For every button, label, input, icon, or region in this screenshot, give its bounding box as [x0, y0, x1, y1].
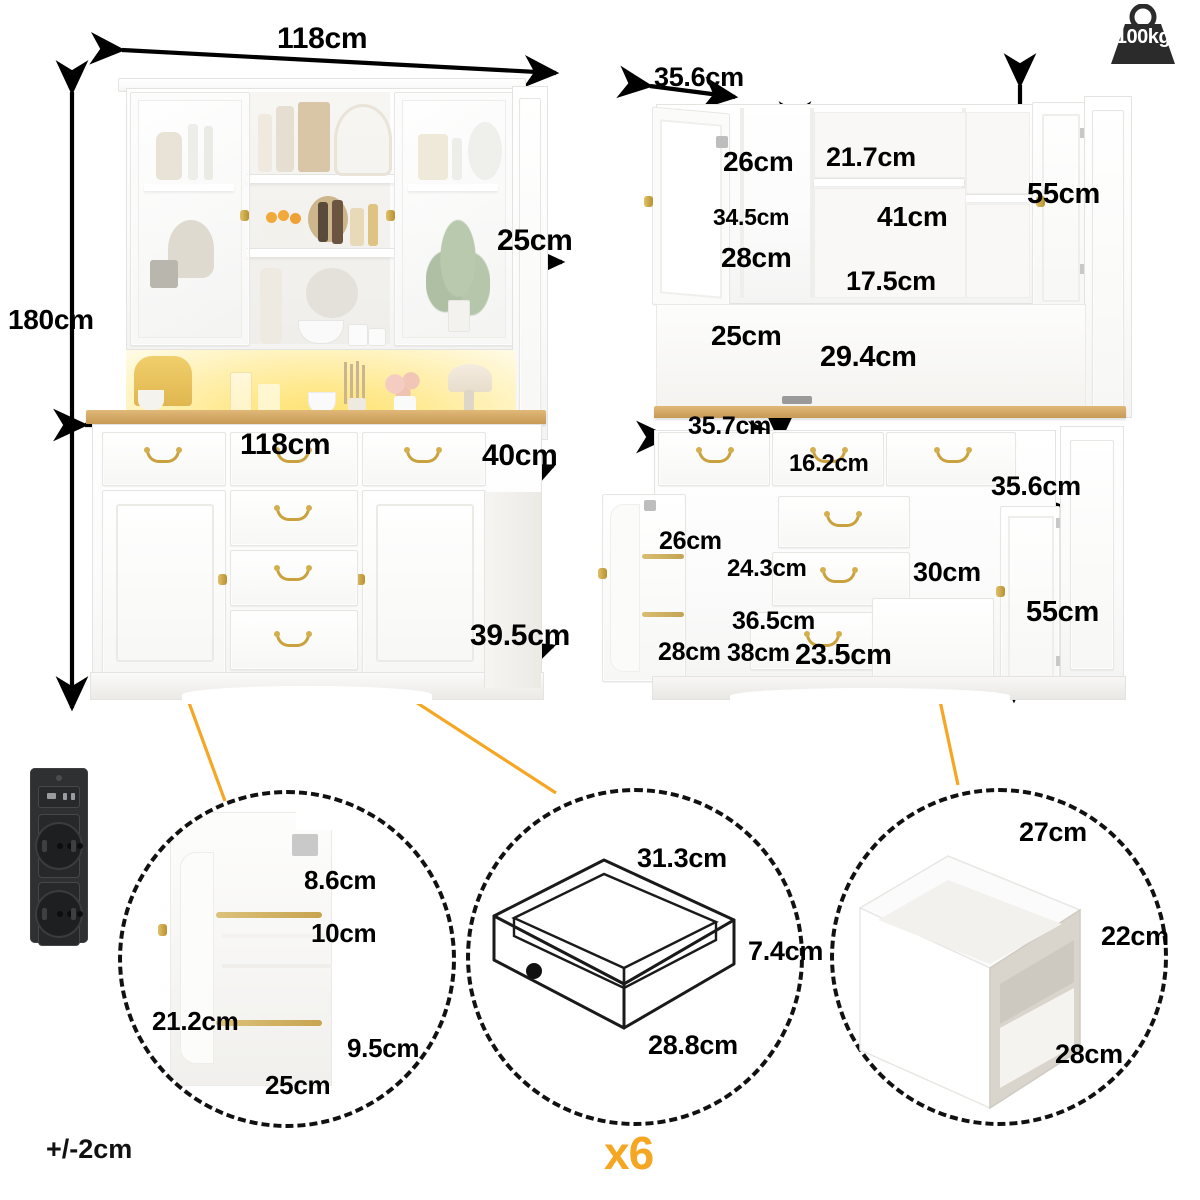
dim-lower-base-width: 38cm: [727, 639, 790, 667]
dim-upper-shelf-h-bot: 28cm: [721, 242, 792, 273]
front-base-door-right[interactable]: [362, 490, 486, 674]
power-socket-2[interactable]: [35, 882, 83, 946]
dim-door-rack-depth: 25cm: [265, 1070, 331, 1100]
detail-lower-cabinet: [598, 418, 1140, 708]
detail-upper-cabinet: [632, 78, 1138, 418]
dim-front-base-depth: 39.5cm: [470, 619, 570, 652]
detail-upper-right-door[interactable]: [1032, 102, 1086, 312]
detail-lower-right-door-knob[interactable]: [996, 586, 1005, 597]
front-upper-right-door-knob[interactable]: [386, 210, 395, 221]
dim-upper-mid-narrow-w: 21.7cm: [826, 142, 916, 172]
callout-box-circle: [830, 788, 1168, 1126]
front-base-drawer-top-mid[interactable]: [230, 432, 358, 486]
detail-upper-right-door-knob[interactable]: [1036, 196, 1045, 207]
detail-upper-open-door-knob[interactable]: [644, 196, 653, 207]
dim-front-width-top: 118cm: [277, 22, 368, 55]
dim-upper-mid-shelf-h: 17.5cm: [846, 266, 936, 296]
dim-box-height: 22cm: [1101, 921, 1169, 951]
front-upper-left-door-knob[interactable]: [240, 210, 249, 221]
power-outlet-module[interactable]: [30, 768, 88, 946]
dim-lower-gap-width: 24.3cm: [727, 555, 807, 582]
dim-door-rack-bot-h: 9.5cm: [347, 1033, 420, 1063]
dim-drawer-depth: 28.8cm: [648, 1030, 738, 1060]
weight-badge-label: 100kg: [1115, 26, 1171, 48]
front-base-right-door-knob[interactable]: [356, 574, 365, 585]
detail-lower-right-door-inner[interactable]: [872, 598, 994, 684]
detail-lower-right-door[interactable]: [1000, 506, 1060, 686]
dim-box-depth: 28cm: [1055, 1039, 1123, 1069]
dim-front-total-height: 180cm: [8, 304, 94, 335]
front-base-left-door-knob[interactable]: [218, 574, 227, 585]
dim-drawer-width: 31.3cm: [637, 843, 727, 873]
usb-port-group[interactable]: [38, 786, 80, 808]
detail-lower-drawer-top-left[interactable]: [658, 432, 770, 486]
dim-box-width: 27cm: [1019, 817, 1087, 847]
dim-upper-mid-width: 41cm: [877, 201, 948, 232]
dim-upper-shelf-h-top: 26cm: [723, 146, 794, 177]
dim-front-hutch-depth: 25cm: [497, 224, 573, 257]
front-base-drawer-mid-3[interactable]: [230, 610, 358, 670]
dim-drawer-height: 7.4cm: [748, 936, 824, 966]
tolerance-note: +/-2cm: [46, 1134, 133, 1164]
front-countertop: [86, 410, 546, 424]
dim-lower-shelf-h-top: 26cm: [659, 527, 722, 555]
dim-door-rack-top-w: 8.6cm: [304, 865, 377, 895]
dim-upper-right-door-h: 55cm: [1027, 178, 1100, 210]
dim-lower-inner-width: 36.5cm: [732, 607, 815, 635]
dim-lower-shelf-h-bot: 28cm: [658, 638, 721, 666]
front-base-door-left[interactable]: [102, 490, 226, 674]
detail-countertop: [654, 406, 1126, 418]
detail-lower-drawer-mid-2[interactable]: [772, 552, 910, 606]
callout-door-shelf-circle: [118, 790, 456, 1128]
dim-hutch-open-height: 29.4cm: [820, 341, 917, 373]
dim-lower-drawer-height: 16.2cm: [789, 450, 869, 477]
dim-door-rack-gap: 10cm: [311, 918, 377, 948]
dim-lower-right-door-w: 35.6cm: [991, 471, 1081, 501]
detail-lower-open-door-knob[interactable]: [598, 568, 607, 579]
quantity-note: x6: [604, 1127, 654, 1179]
power-socket-1[interactable]: [35, 814, 83, 878]
dim-front-base-width: 118cm: [240, 428, 331, 461]
dim-upper-door-width: 35.6cm: [654, 62, 744, 92]
dim-upper-side-width: 34.5cm: [713, 204, 790, 230]
front-view-cabinet: [86, 62, 548, 707]
dim-front-top-depth: 40cm: [482, 439, 558, 472]
dim-lower-drawer-width: 35.7cm: [688, 412, 771, 440]
callout-drawer-circle: [466, 788, 804, 1126]
dim-hutch-back-depth: 25cm: [711, 320, 782, 351]
dim-lower-right-inner-w: 30cm: [913, 557, 981, 587]
dim-lower-bottom-drawer: 23.5cm: [795, 639, 892, 671]
weight-capacity-badge: 100kg: [1103, 4, 1183, 66]
dim-lower-right-door-h: 55cm: [1026, 596, 1099, 628]
dim-door-rack-height: 21.2cm: [152, 1006, 239, 1036]
